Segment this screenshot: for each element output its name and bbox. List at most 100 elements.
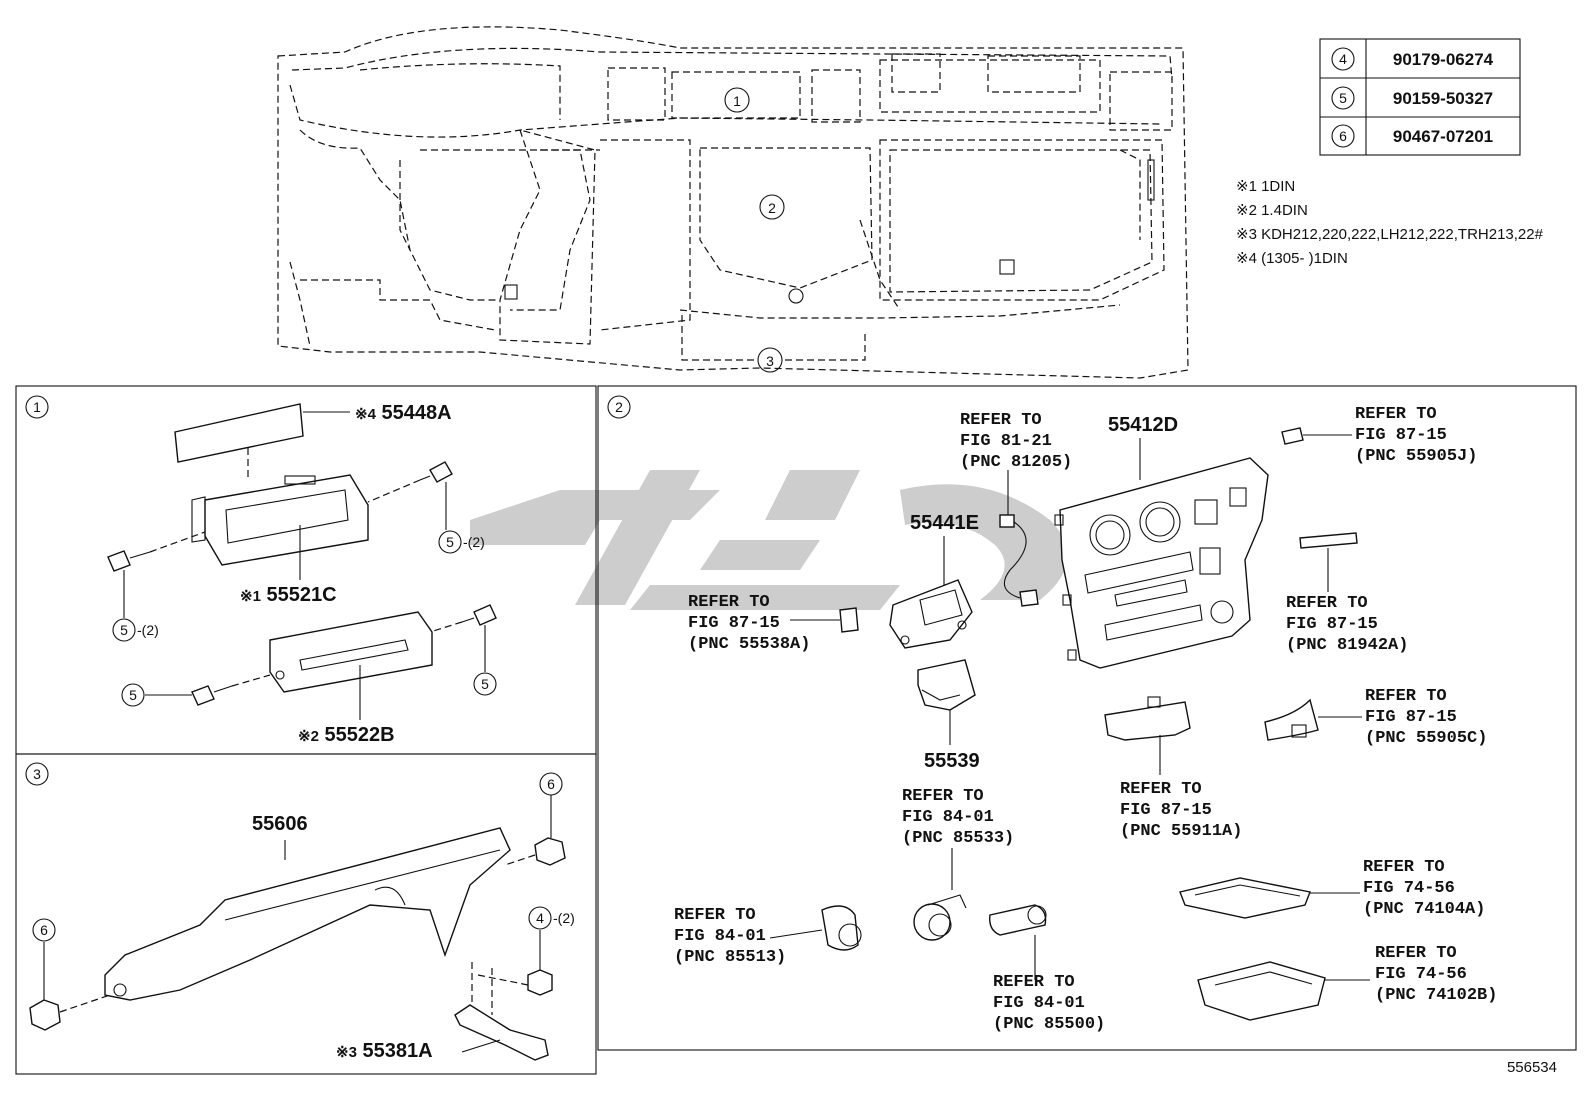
part-55412D-label[interactable]: 55412D bbox=[1108, 414, 1178, 436]
svg-text:6: 6 bbox=[547, 776, 555, 792]
svg-text:FIG 87-15: FIG 87-15 bbox=[688, 614, 780, 633]
socket-85513-drawing bbox=[769, 905, 862, 951]
ref-85513-label[interactable]: REFER TO FIG 84-01 (PNC 85513) bbox=[674, 906, 786, 967]
svg-text:FIG 84-01: FIG 84-01 bbox=[674, 927, 766, 946]
part-55522B-label[interactable]: ※2 55522B bbox=[298, 724, 395, 746]
ref-74102B-label[interactable]: REFER TO FIG 74-56 (PNC 74102B) bbox=[1375, 944, 1497, 1005]
svg-text:REFER TO: REFER TO bbox=[1355, 405, 1437, 424]
watermark-logo bbox=[470, 470, 1068, 610]
panel-1-id[interactable]: 1 bbox=[25, 395, 49, 419]
svg-text:55539: 55539 bbox=[924, 750, 980, 772]
svg-text:REFER TO: REFER TO bbox=[688, 593, 770, 612]
svg-text:(PNC 55911A): (PNC 55911A) bbox=[1120, 822, 1242, 841]
panel-2-id[interactable]: 2 bbox=[607, 395, 631, 419]
svg-text:6: 6 bbox=[1339, 128, 1347, 144]
svg-text:55412D: 55412D bbox=[1108, 414, 1178, 436]
svg-text:5: 5 bbox=[481, 676, 489, 692]
bracket-55911A-drawing bbox=[1104, 696, 1191, 775]
svg-text:90179-06274: 90179-06274 bbox=[1393, 50, 1494, 69]
dashboard-overview bbox=[277, 26, 1189, 379]
part-55606-label[interactable]: 55606 bbox=[252, 813, 308, 835]
fastener-5-callout-a[interactable]: 5 -(2) bbox=[438, 530, 485, 554]
svg-text:-(2): -(2) bbox=[463, 534, 485, 550]
part-55441E-label[interactable]: 55441E bbox=[910, 512, 979, 534]
svg-text:FIG 81-21: FIG 81-21 bbox=[960, 432, 1052, 451]
svg-text:※1 1DIN: ※1 1DIN bbox=[1236, 178, 1295, 195]
svg-text:REFER TO: REFER TO bbox=[902, 787, 984, 806]
part-55521C-drawing bbox=[191, 474, 369, 580]
legend-table: 4 90179-06274 5 90159-50327 6 90467-0720… bbox=[1319, 38, 1521, 156]
svg-text:FIG 84-01: FIG 84-01 bbox=[902, 808, 994, 827]
ref-81205-label[interactable]: REFER TO FIG 81-21 (PNC 81205) bbox=[960, 411, 1072, 472]
svg-text:3: 3 bbox=[33, 766, 41, 782]
ref-81942A-label[interactable]: REFER TO FIG 87-15 (PNC 81942A) bbox=[1286, 594, 1408, 655]
fastener-6-callout-b[interactable]: 6 bbox=[32, 918, 56, 942]
overview-callout-3[interactable]: 3 bbox=[757, 347, 783, 373]
svg-text:5: 5 bbox=[129, 687, 137, 703]
svg-text:(PNC 85500): (PNC 85500) bbox=[993, 1015, 1105, 1034]
fastener-6-callout-a[interactable]: 6 bbox=[539, 772, 563, 796]
svg-text:FIG 84-01: FIG 84-01 bbox=[993, 994, 1085, 1013]
ref-55911A-label[interactable]: REFER TO FIG 87-15 (PNC 55911A) bbox=[1120, 780, 1242, 841]
svg-text:FIG 87-15: FIG 87-15 bbox=[1365, 708, 1457, 727]
part-55606-drawing bbox=[104, 827, 511, 1001]
fastener-5-callout-d[interactable]: 5 bbox=[473, 672, 497, 696]
part-55448A-drawing bbox=[174, 403, 350, 480]
overview-callout-2[interactable]: 2 bbox=[759, 194, 785, 220]
ref-55905C-label[interactable]: REFER TO FIG 87-15 (PNC 55905C) bbox=[1365, 687, 1487, 748]
svg-text:FIG 87-15: FIG 87-15 bbox=[1286, 615, 1378, 634]
part-55521C-label[interactable]: ※1 55521C bbox=[240, 584, 337, 606]
svg-text:(PNC 55905J): (PNC 55905J) bbox=[1355, 447, 1477, 466]
svg-text:1: 1 bbox=[33, 399, 41, 415]
bezel-55905C-drawing bbox=[1264, 698, 1362, 741]
svg-text:5: 5 bbox=[1339, 90, 1347, 106]
svg-text:REFER TO: REFER TO bbox=[1365, 687, 1447, 706]
fastener-5-callout-c[interactable]: 5 bbox=[121, 683, 145, 707]
fastener-5-callout-b[interactable]: 5 -(2) bbox=[112, 618, 159, 642]
ref-85500-label[interactable]: REFER TO FIG 84-01 (PNC 85500) bbox=[993, 973, 1105, 1034]
tray-74104A-drawing bbox=[1179, 877, 1360, 919]
svg-text:REFER TO: REFER TO bbox=[960, 411, 1042, 430]
part-55448A-label[interactable]: ※4 55448A bbox=[355, 402, 452, 424]
legend-row-4: 4 90179-06274 bbox=[1331, 47, 1494, 71]
svg-text:4: 4 bbox=[1339, 51, 1347, 67]
svg-text:6: 6 bbox=[40, 922, 48, 938]
ref-55538A-label[interactable]: REFER TO FIG 87-15 (PNC 55538A) bbox=[688, 593, 810, 654]
ref-55905J-label[interactable]: REFER TO FIG 87-15 (PNC 55905J) bbox=[1355, 405, 1477, 466]
switch-55538A-drawing bbox=[790, 607, 859, 633]
panel-3-frame bbox=[15, 753, 597, 1075]
ref-74104A-label[interactable]: REFER TO FIG 74-56 (PNC 74104A) bbox=[1363, 858, 1485, 919]
svg-text:※4 55448A: ※4 55448A bbox=[355, 402, 452, 424]
svg-text:※2 1.4DIN: ※2 1.4DIN bbox=[1236, 202, 1308, 219]
svg-text:REFER TO: REFER TO bbox=[1375, 944, 1457, 963]
svg-text:※1 55521C: ※1 55521C bbox=[240, 584, 337, 606]
svg-text:REFER TO: REFER TO bbox=[1363, 858, 1445, 877]
svg-text:REFER TO: REFER TO bbox=[1286, 594, 1368, 613]
part-55381A-label[interactable]: ※3 55381A bbox=[336, 1040, 433, 1062]
svg-text:FIG 87-15: FIG 87-15 bbox=[1120, 801, 1212, 820]
plate-81942A-drawing bbox=[1299, 532, 1358, 592]
svg-text:(PNC 74104A): (PNC 74104A) bbox=[1363, 900, 1485, 919]
svg-text:(PNC 81205): (PNC 81205) bbox=[960, 453, 1072, 472]
tray-74102B-drawing bbox=[1197, 961, 1370, 1021]
panel-2-frame bbox=[597, 385, 1577, 1051]
svg-text:(PNC 85513): (PNC 85513) bbox=[674, 948, 786, 967]
svg-text:90159-50327: 90159-50327 bbox=[1393, 89, 1493, 108]
clip-drawings bbox=[29, 795, 566, 1031]
ref-85533-label[interactable]: REFER TO FIG 84-01 (PNC 85533) bbox=[902, 787, 1014, 848]
fastener-4-callout[interactable]: 4 -(2) bbox=[528, 906, 575, 930]
panel-3-id[interactable]: 3 bbox=[25, 762, 49, 786]
part-55539-label[interactable]: 55539 bbox=[924, 750, 980, 772]
svg-text:2: 2 bbox=[768, 200, 776, 216]
svg-text:90467-07201: 90467-07201 bbox=[1393, 127, 1493, 146]
svg-text:55441E: 55441E bbox=[910, 512, 979, 534]
svg-text:-(2): -(2) bbox=[137, 622, 159, 638]
socket-85533-drawing bbox=[913, 848, 967, 941]
svg-text:※2 55522B: ※2 55522B bbox=[298, 724, 395, 746]
svg-text:REFER TO: REFER TO bbox=[1120, 780, 1202, 799]
svg-text:2: 2 bbox=[615, 399, 623, 415]
legend-row-5: 5 90159-50327 bbox=[1331, 86, 1493, 110]
overview-callout-1[interactable]: 1 bbox=[724, 87, 750, 113]
svg-text:FIG 87-15: FIG 87-15 bbox=[1355, 426, 1447, 445]
